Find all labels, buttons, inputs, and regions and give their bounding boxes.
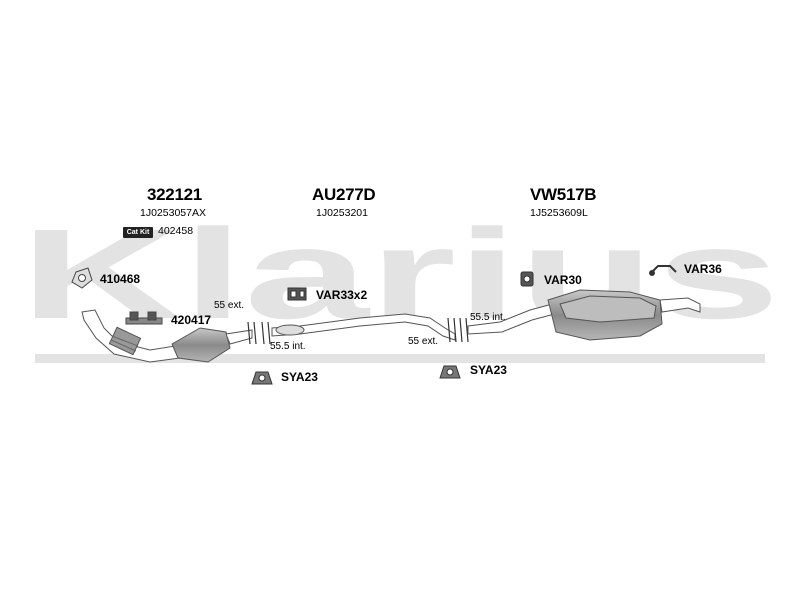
dimension-55ext-b: 55 ext. — [408, 336, 439, 347]
gasket-410468-icon — [71, 267, 93, 289]
watermark-underline — [35, 354, 765, 363]
catkit-code: 402458 — [158, 225, 194, 237]
clamp-sya23-b-icon — [439, 365, 461, 379]
mounting-420417-icon — [125, 311, 163, 325]
clamp-3 — [447, 317, 457, 343]
group-code-1: 322121 — [147, 185, 202, 204]
clamp-4 — [459, 317, 469, 343]
middle-pipe — [271, 313, 456, 341]
catalytic-converter — [171, 327, 253, 363]
dimension-555int-a: 55.5 int. — [270, 341, 306, 352]
catkit-badge: Cat Kit — [123, 227, 153, 238]
group-part-3: 1J5253609L — [530, 207, 588, 219]
group-part-2: 1J0253201 — [316, 207, 368, 219]
bracket-var36-icon — [649, 265, 677, 276]
resonator — [275, 324, 305, 336]
fitting-var30-label: VAR30 — [544, 273, 582, 287]
dimension-55ext-a: 55 ext. — [214, 300, 245, 311]
hanger-var30-icon — [520, 271, 534, 287]
group-code-3: VW517B — [530, 185, 597, 204]
clamp-1 — [247, 321, 257, 345]
dimension-555int-b: 55.5 int. — [470, 312, 506, 323]
rear-section — [467, 289, 701, 341]
clamp-2 — [261, 321, 271, 345]
clamp-sya23-a-icon — [251, 371, 273, 385]
fitting-420417-label: 420417 — [171, 313, 212, 327]
fitting-sya23-a-label: SYA23 — [281, 370, 318, 384]
fitting-var33x2-label: VAR33x2 — [316, 288, 368, 302]
fitting-sya23-b-label: SYA23 — [470, 363, 507, 377]
hanger-var33x2-icon — [287, 287, 307, 301]
group-code-2: AU277D — [312, 185, 376, 204]
fitting-var36-label: VAR36 — [684, 262, 722, 276]
group-part-1: 1J0253057AX — [140, 207, 206, 219]
fitting-410468-label: 410468 — [100, 272, 141, 286]
